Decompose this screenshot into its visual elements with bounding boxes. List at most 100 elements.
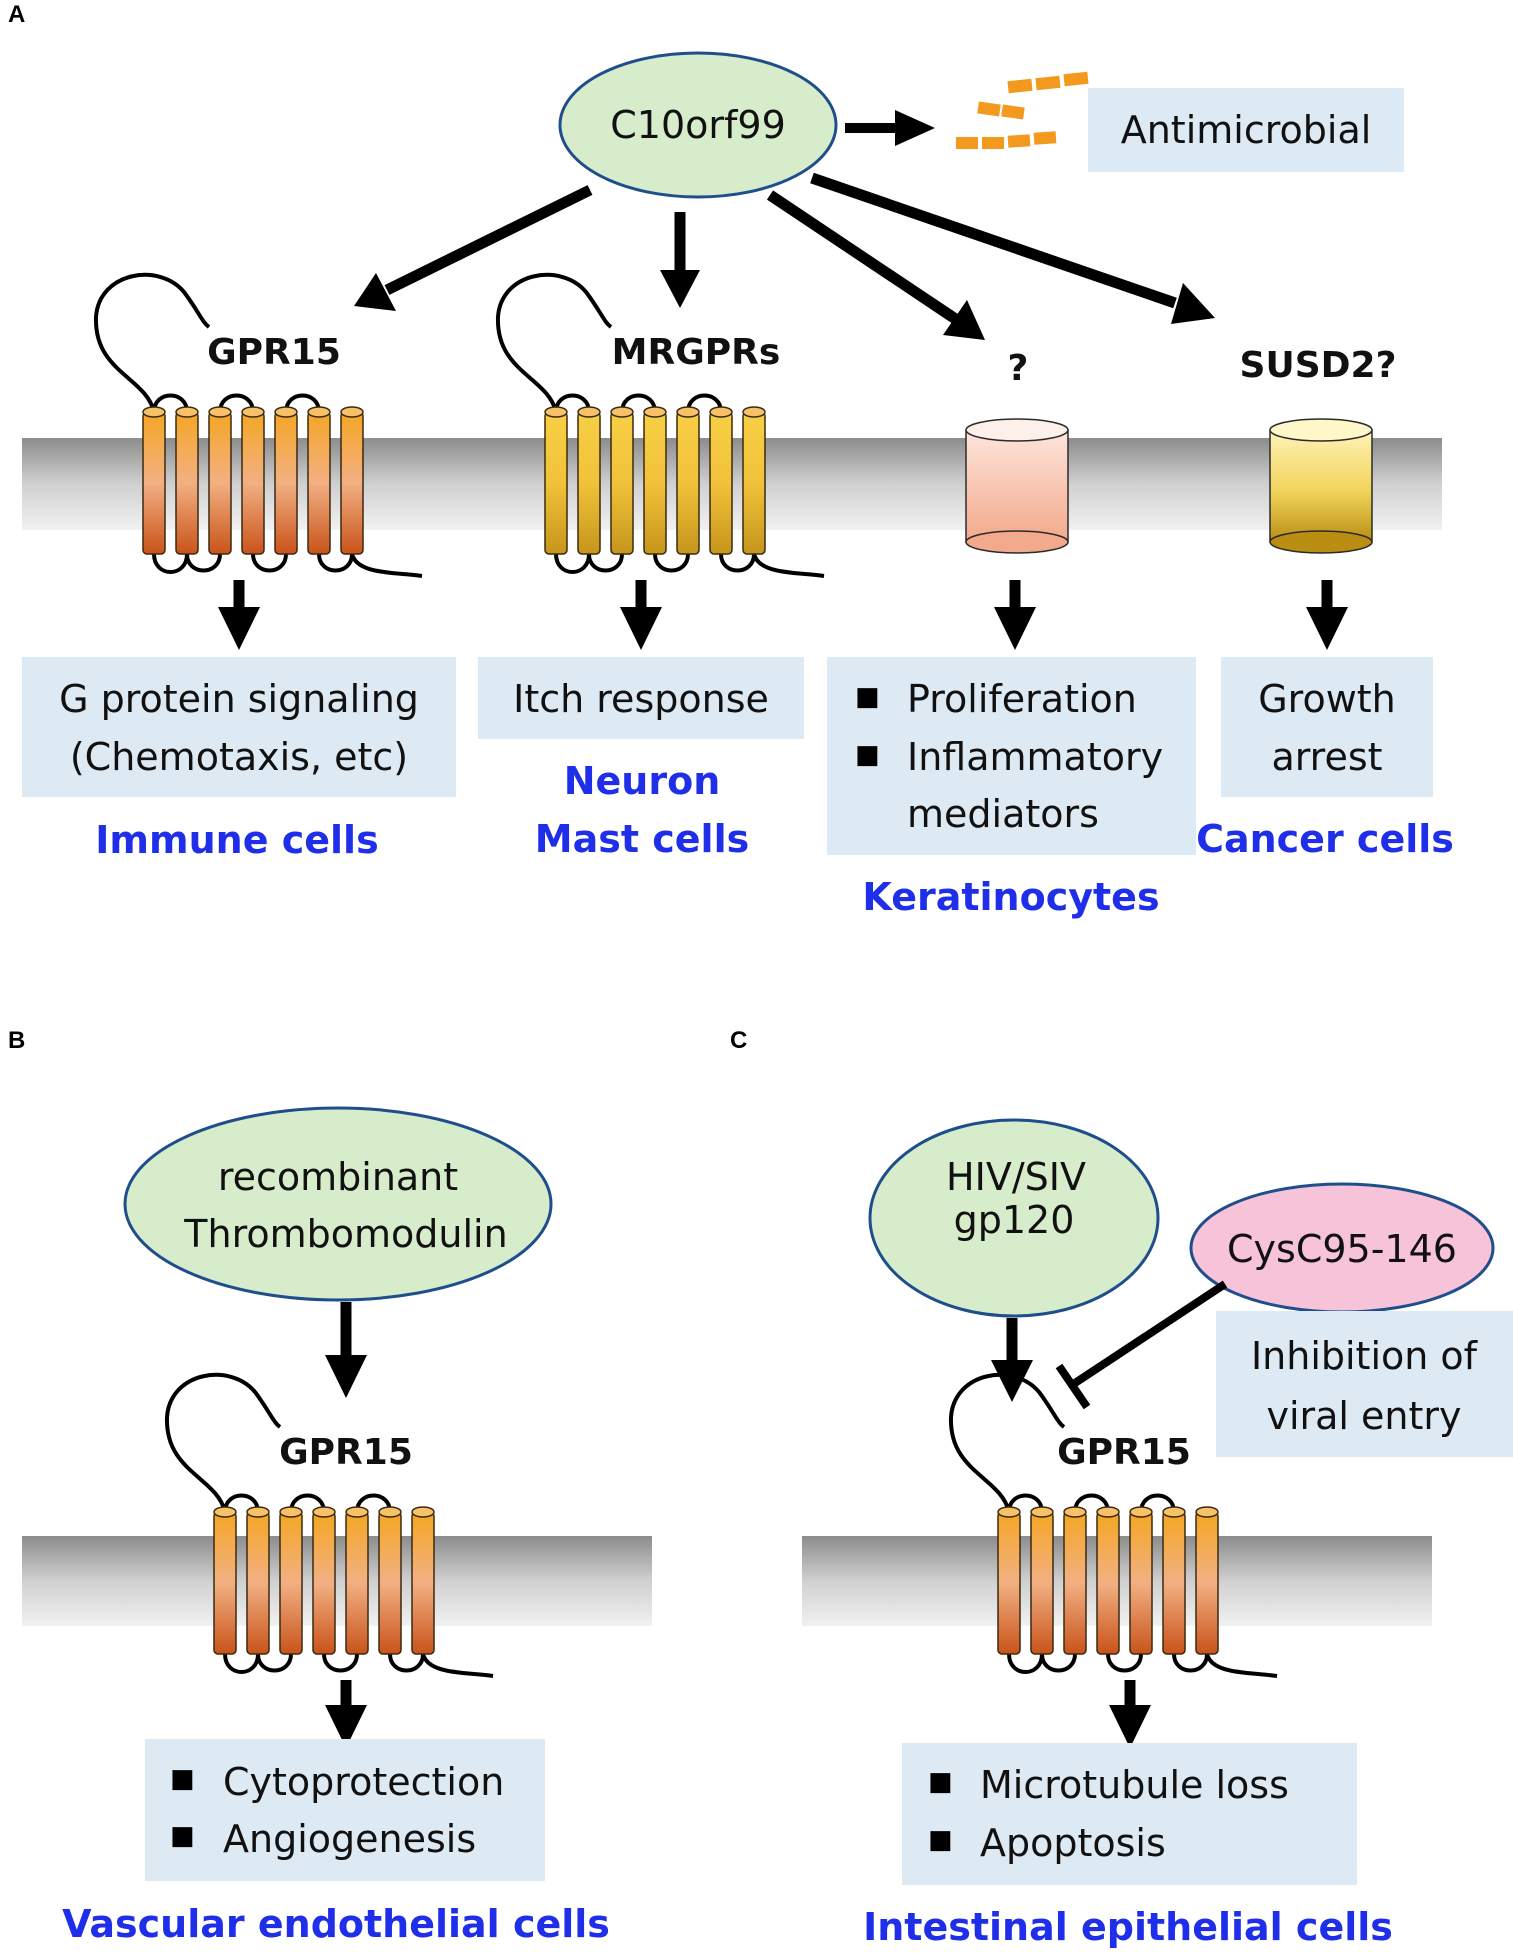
proliferation-label: Proliferation: [907, 677, 1137, 721]
receptor-loop: [388, 1653, 425, 1673]
angiogenesis-label: Angiogenesis: [223, 1817, 476, 1861]
tm-helix-cap: [1195, 1506, 1219, 1518]
tm-helix: [709, 411, 733, 555]
antimicrobial-peptides-icon: [956, 71, 1089, 149]
tm-helix: [142, 411, 166, 555]
tm-helix-cap: [1162, 1506, 1186, 1518]
arrow-to-antimicrobial: [845, 110, 935, 146]
mrgprs-label: MRGPRs: [612, 332, 781, 373]
tm-helix: [1030, 1511, 1054, 1655]
n-terminus: [495, 272, 613, 413]
receptor-loop: [653, 553, 690, 573]
tm-helix: [213, 1511, 237, 1655]
tm-helix: [544, 411, 568, 555]
susd2-cylinder: [1269, 418, 1373, 554]
tm-helix: [610, 411, 634, 555]
gpr15-label-b: GPR15: [279, 1432, 413, 1473]
cytoprotection-box: [145, 1739, 545, 1881]
tm-helix: [279, 1511, 303, 1655]
bullet-apoptosis: ■: [928, 1825, 953, 1855]
antimicrobial-box: [1088, 88, 1404, 172]
arrow-gpr15-output: [218, 580, 260, 650]
apoptosis-label: Apoptosis: [980, 1821, 1166, 1865]
g-protein-signaling-line1: G protein signaling: [59, 677, 419, 721]
c-terminus: [350, 553, 423, 578]
tm-helix-cap: [175, 406, 199, 418]
receptor-loop: [719, 553, 756, 573]
panel-letter-a: A: [8, 1, 25, 28]
c-terminus: [421, 1653, 494, 1678]
c-terminus: [1205, 1653, 1278, 1678]
gpr15-receptor-c: [948, 1372, 1278, 1678]
receptor-loop: [251, 553, 288, 573]
panel-b: recombinant Thrombomodulin GPR15 ■ Cytop…: [22, 1106, 652, 1946]
unknown-receptor-label: ?: [1008, 348, 1029, 389]
growth-label: Growth: [1258, 677, 1396, 721]
tm-helix-cap: [610, 406, 634, 418]
arrow-to-gpr15: [354, 185, 593, 311]
tm-helix: [676, 411, 700, 555]
tm-helix-cap: [742, 406, 766, 418]
arrest-label: arrest: [1271, 735, 1382, 779]
tm-helix-cap: [1063, 1506, 1087, 1518]
gp120-ellipse: [868, 1118, 1160, 1318]
tm-helix: [246, 1511, 270, 1655]
keratinocyte-output-box: [827, 657, 1196, 855]
itch-response-label: Itch response: [513, 677, 769, 721]
gpr15-receptor-b: [164, 1372, 494, 1678]
n-terminus: [93, 272, 211, 413]
vascular-endothelial-cells-label: Vascular endothelial cells: [62, 1902, 610, 1946]
arrow-gpr15-b-output: [325, 1680, 367, 1748]
keratinocytes-label: Keratinocytes: [862, 875, 1159, 919]
panel-c: HIV/SIV gp120 CysC95-146 Inhibition of v…: [802, 1118, 1513, 1949]
tm-helix: [1063, 1511, 1087, 1655]
tm-helix-cap: [208, 406, 232, 418]
susd2-label: SUSD2?: [1240, 345, 1397, 386]
receptor-loop: [185, 553, 222, 573]
c10orf99-ellipse: [558, 51, 838, 199]
inhibition-line: [1055, 1280, 1228, 1410]
tm-helix: [577, 411, 601, 555]
membrane-b: [22, 1536, 652, 1626]
tm-helix-cap: [340, 406, 364, 418]
tm-helix-cap: [142, 406, 166, 418]
tm-helix: [1162, 1511, 1186, 1655]
tm-helix-cap: [378, 1506, 402, 1518]
inhibition-box: [1216, 1311, 1513, 1457]
tm-helix: [241, 411, 265, 555]
tm-helix-cap: [307, 406, 331, 418]
tm-helix-cap: [1129, 1506, 1153, 1518]
antimicrobial-label: Antimicrobial: [1121, 108, 1372, 152]
c10orf99-label: C10orf99: [610, 103, 786, 147]
arrow-thrombomodulin-to-gpr15: [325, 1302, 367, 1398]
receptor-loop: [1172, 1653, 1209, 1673]
microtubule-loss-box: [902, 1743, 1357, 1885]
tm-helix-cap: [411, 1506, 435, 1518]
immune-cells-label: Immune cells: [95, 818, 378, 862]
microtubule-loss-label: Microtubule loss: [980, 1763, 1289, 1807]
gpr15-label-a: GPR15: [207, 332, 341, 373]
tm-helix-cap: [241, 406, 265, 418]
tm-helix-cap: [279, 1506, 303, 1518]
mast-cells-label: Mast cells: [535, 817, 749, 861]
receptor-loop: [317, 553, 354, 573]
tm-helix: [345, 1511, 369, 1655]
gp120-line1: HIV/SIV: [946, 1155, 1086, 1199]
bullet-cytoprotection: ■: [170, 1764, 195, 1794]
tm-helix-cap: [345, 1506, 369, 1518]
panel-a: C10orf99 Antimicrobial: [22, 51, 1454, 919]
c-terminus: [752, 553, 825, 578]
cancer-cells-label: Cancer cells: [1196, 817, 1454, 861]
gpr15-label-c: GPR15: [1057, 1432, 1191, 1473]
receptor-loop: [554, 553, 591, 574]
mediators-label: mediators: [907, 792, 1099, 836]
arrow-gpr15-c-output: [1109, 1680, 1151, 1748]
gp120-line2: gp120: [954, 1198, 1075, 1242]
tm-helix: [1195, 1511, 1219, 1655]
n-terminus: [948, 1372, 1066, 1513]
receptor-loop: [1040, 1653, 1077, 1673]
receptor-loop: [256, 1653, 293, 1673]
thrombomodulin-line2: Thrombomodulin: [183, 1212, 507, 1256]
tm-helix: [411, 1511, 435, 1655]
